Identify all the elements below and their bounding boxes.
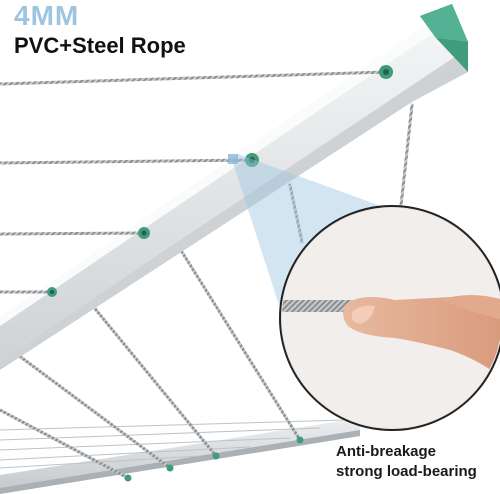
caption-line-1: Anti-breakage <box>336 443 437 460</box>
rope-end-caps <box>124 436 304 482</box>
main-frame-beam <box>0 4 468 370</box>
size-heading: 4MM <box>14 0 80 31</box>
grommet-3 <box>138 227 150 239</box>
green-grommets <box>47 65 393 297</box>
lower-frame-beam <box>0 418 360 494</box>
grommet-4 <box>47 287 57 297</box>
feature-caption: Anti-breakage strong load-bearing <box>336 442 496 482</box>
grommet-2 <box>245 153 259 167</box>
finger-holding-rope-icon <box>343 295 500 380</box>
material-subheading: PVC+Steel Rope <box>14 33 186 58</box>
grommet-1 <box>379 65 393 79</box>
hanging-steel-ropes <box>0 103 414 480</box>
magnifier-lens-icon <box>279 205 500 431</box>
caption-line-2: strong load-bearing <box>336 463 477 480</box>
horizontal-steel-ropes <box>0 70 388 294</box>
